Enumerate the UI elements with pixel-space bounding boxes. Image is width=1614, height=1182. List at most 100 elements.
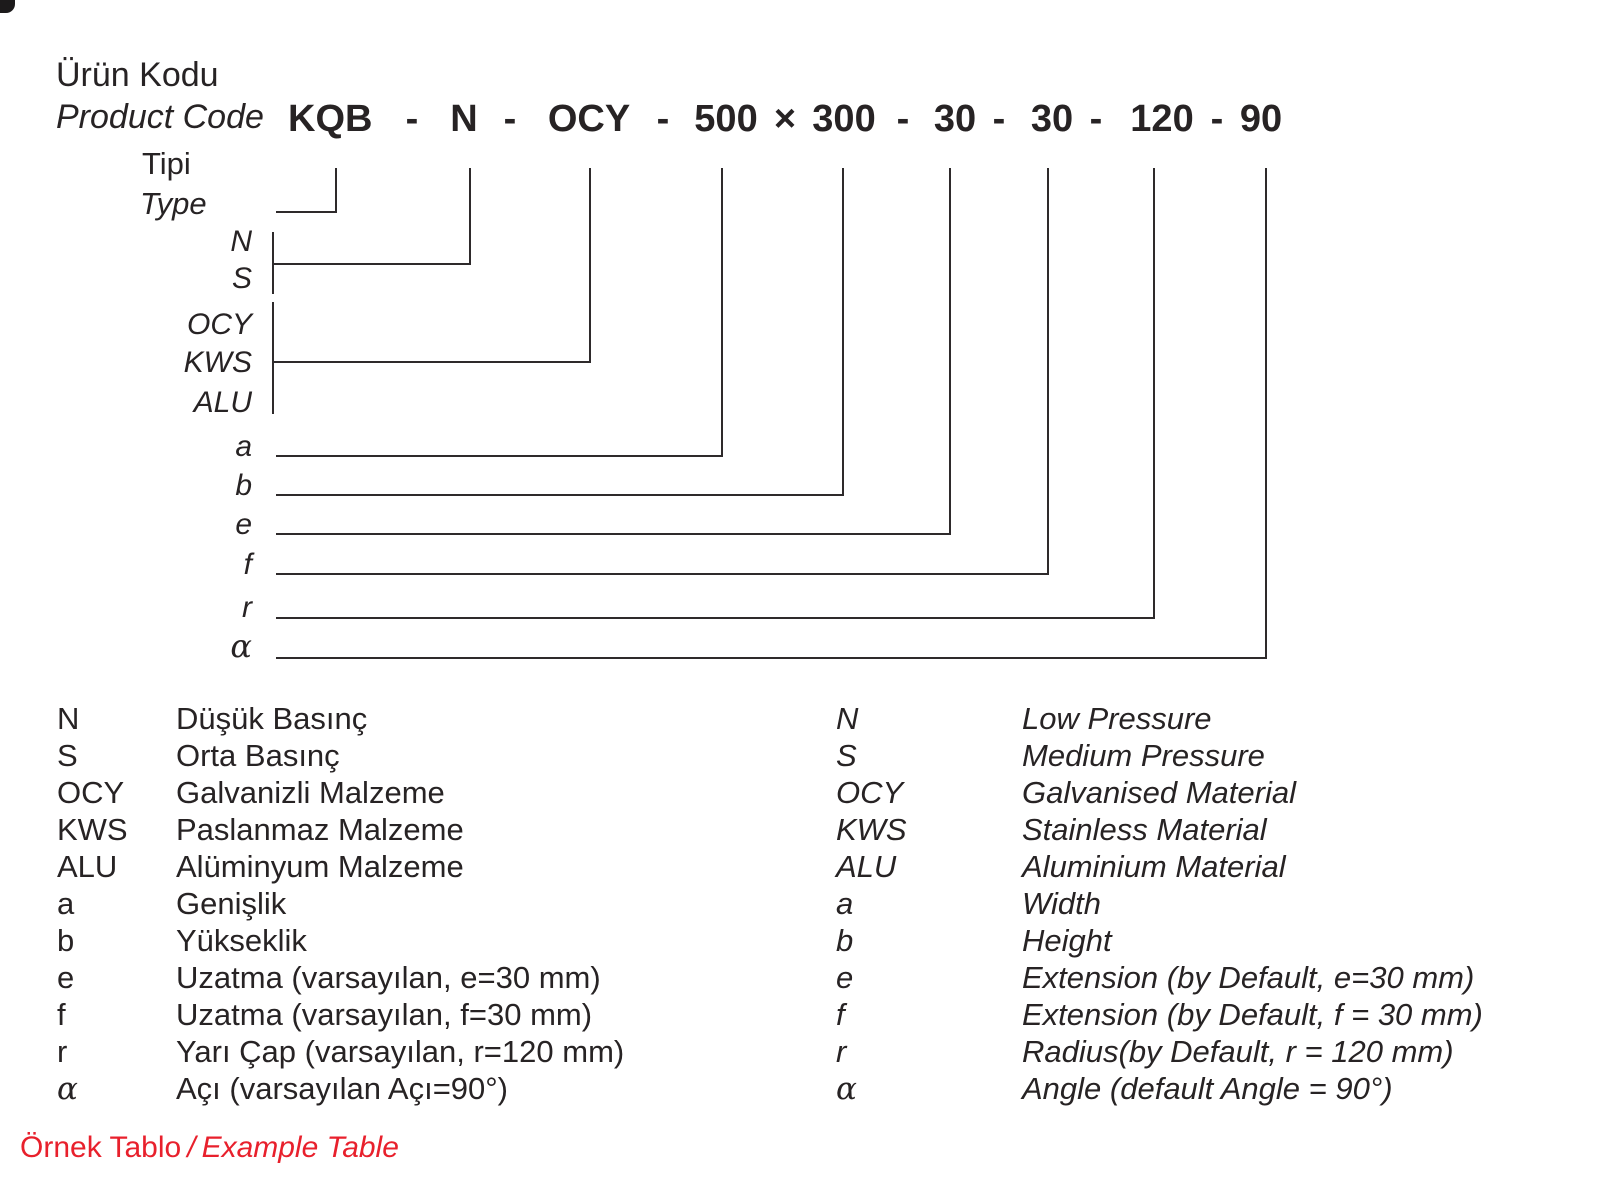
- legend-key: ALU: [836, 849, 897, 884]
- legend-key: OCY: [836, 775, 904, 810]
- code-part-0: KQB: [288, 98, 373, 140]
- footer-separator: /: [187, 1131, 196, 1164]
- legend-key: f: [57, 997, 66, 1032]
- legend-description: Paslanmaz Malzeme: [176, 812, 464, 847]
- legend-tr-row-r: r Yarı Çap (varsayılan, r=120 mm): [57, 1034, 817, 1071]
- code-part-5: -: [656, 98, 670, 140]
- branch-label-e: e: [235, 508, 252, 541]
- legend-description: Galvanizli Malzeme: [176, 775, 445, 810]
- legend-en-row-alu: ALU Aluminium Material: [836, 849, 1614, 886]
- code-part-16: 90: [1239, 98, 1283, 140]
- connector-alpha: [276, 168, 1267, 659]
- legend-key: KWS: [836, 812, 907, 847]
- legend-tr-row-n: N Düşük Basınç: [57, 701, 817, 738]
- branch-label-f: f: [243, 548, 252, 581]
- legend-description: Açı (varsayılan Açı=90°): [176, 1071, 509, 1106]
- legend-description: Extension (by Default, f = 30 mm): [1022, 997, 1483, 1032]
- branch-label-a: a: [235, 430, 252, 463]
- footer-text-turkish: Örnek Tablo: [20, 1131, 182, 1164]
- type-label-english: Type: [140, 186, 207, 221]
- legend-key: e: [57, 960, 75, 995]
- legend-description: Low Pressure: [1022, 701, 1212, 736]
- legend-description: Medium Pressure: [1022, 738, 1265, 773]
- code-part-6: 500: [694, 98, 758, 140]
- branch-label-b: b: [235, 469, 252, 502]
- code-part-9: -: [896, 98, 910, 140]
- code-part-13: -: [1089, 98, 1103, 140]
- legend-description: Genişlik: [176, 886, 287, 921]
- code-part-8: 300: [812, 98, 876, 140]
- connector-b: [276, 168, 844, 496]
- legend-key: r: [57, 1034, 68, 1069]
- code-part-14: 120: [1130, 98, 1194, 140]
- connector-a: [276, 168, 723, 457]
- legend-tr-row-alu: ALU Alüminyum Malzeme: [57, 849, 817, 886]
- legend-en-row-f: f Extension (by Default, f = 30 mm): [836, 997, 1614, 1034]
- branch-label-alpha: α: [230, 627, 252, 665]
- branch-label-kws: KWS: [183, 346, 252, 379]
- type-label-turkish: Tipi: [142, 146, 191, 181]
- legend-key: a: [836, 886, 854, 921]
- legend-tr-row-ocy: OCY Galvanizli Malzeme: [57, 775, 817, 812]
- legend-description: Alüminyum Malzeme: [176, 849, 464, 884]
- legend-key: r: [836, 1034, 847, 1069]
- code-part-10: 30: [933, 98, 977, 140]
- legend-en-row-s: S Medium Pressure: [836, 738, 1614, 775]
- code-part-1: -: [405, 98, 419, 140]
- connector-materials: [274, 168, 591, 363]
- legend-tr-row-kws: KWS Paslanmaz Malzeme: [57, 812, 817, 849]
- page-corner-mark: [0, 0, 15, 13]
- legend-description: Stainless Material: [1022, 812, 1267, 847]
- branch-label-ocy: OCY: [186, 308, 252, 341]
- branch-label-s: S: [231, 262, 252, 295]
- legend-description: Yarı Çap (varsayılan, r=120 mm): [176, 1034, 625, 1069]
- legend-description: Aluminium Material: [1022, 849, 1286, 884]
- code-part-15: -: [1210, 98, 1224, 140]
- legend-key: e: [836, 960, 854, 995]
- connector-f: [276, 168, 1049, 575]
- example-table-footer: Örnek Tablo/Example Table: [20, 1129, 399, 1167]
- legend-description: Extension (by Default, e=30 mm): [1022, 960, 1475, 995]
- code-part-11: -: [992, 98, 1006, 140]
- legend-key: N: [57, 701, 80, 736]
- branch-label-n: N: [230, 225, 252, 258]
- page-title-turkish: Ürün Kodu: [56, 56, 219, 94]
- legend-key: KWS: [57, 812, 128, 847]
- code-part-7: ×: [773, 98, 797, 140]
- branch-label-alu: ALU: [193, 386, 252, 419]
- legend-description: Radius(by Default, r = 120 mm): [1022, 1034, 1454, 1069]
- connector-e: [276, 168, 951, 535]
- code-part-2: N: [450, 98, 478, 140]
- legend-description: Düşük Basınç: [176, 701, 368, 736]
- legend-en-row-r: r Radius(by Default, r = 120 mm): [836, 1034, 1614, 1071]
- legend-en-row-e: e Extension (by Default, e=30 mm): [836, 960, 1614, 997]
- legend-key: S: [836, 738, 857, 773]
- code-part-3: -: [503, 98, 517, 140]
- legend-key: OCY: [57, 775, 125, 810]
- legend-en-row-kws: KWS Stainless Material: [836, 812, 1614, 849]
- page-title-english: Product Code: [56, 98, 264, 136]
- legend-key: ALU: [57, 849, 118, 884]
- legend-key: f: [836, 997, 845, 1032]
- legend-description: Uzatma (varsayılan, f=30 mm): [176, 997, 593, 1032]
- connector-r: [276, 168, 1155, 619]
- connector-type: [276, 168, 337, 213]
- legend-key: b: [57, 923, 75, 958]
- legend-key: b: [836, 923, 854, 958]
- legend-key: α: [836, 1071, 857, 1107]
- legend-tr-row-f: f Uzatma (varsayılan, f=30 mm): [57, 997, 817, 1034]
- legend-en-row-b: b Height: [836, 923, 1614, 960]
- connector-n-s: [273, 168, 471, 265]
- legend-description: Height: [1022, 923, 1112, 958]
- connector-lines: [272, 168, 1267, 659]
